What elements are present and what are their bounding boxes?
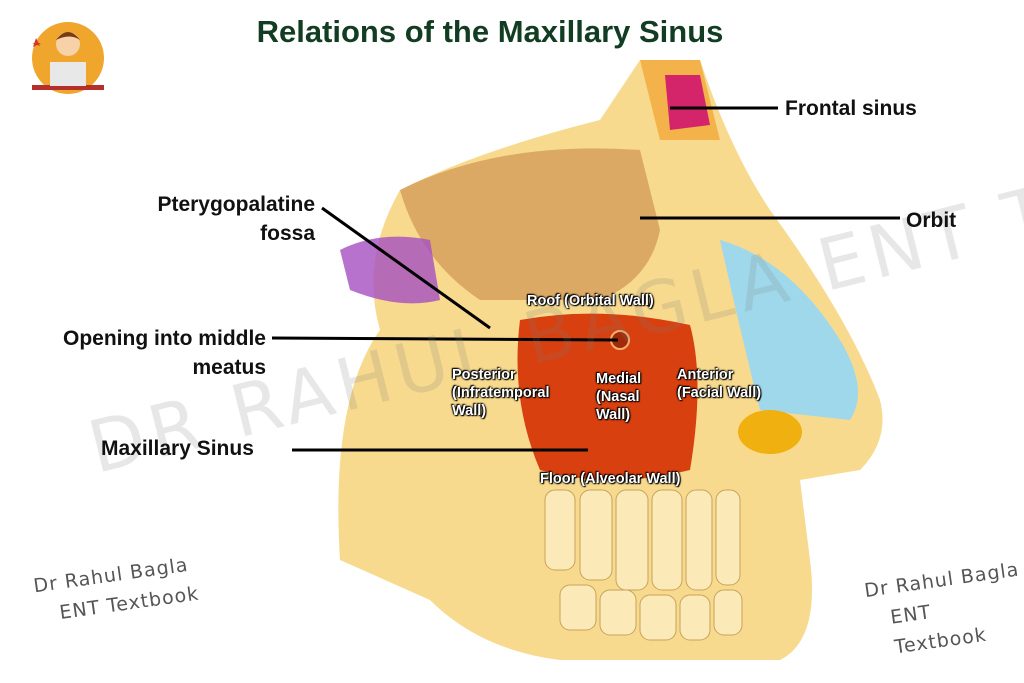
logo	[32, 22, 104, 94]
frontal-sinus	[665, 75, 710, 130]
wall-line: Wall)	[452, 403, 487, 419]
nasal-ala	[738, 410, 802, 454]
wall-roof: Roof (Orbital Wall)	[527, 293, 654, 309]
wall-line: (Infratemporal	[452, 385, 550, 401]
label-maxillary-sinus: Maxillary Sinus	[101, 437, 254, 460]
wall-medial: Medial (Nasal Wall)	[596, 370, 641, 424]
wall-floor: Floor (Alveolar Wall)	[540, 471, 681, 487]
leader-lines	[271, 106, 900, 452]
label-pterygopalatine-fossa: Pterygopalatine fossa	[100, 190, 315, 248]
wall-line: Anterior	[677, 367, 734, 383]
pterygopalatine-vessels	[340, 236, 440, 304]
maxillary-sinus	[517, 313, 698, 480]
label-line: fossa	[260, 222, 315, 245]
wall-anterior: Anterior (Facial Wall)	[677, 366, 761, 402]
wall-posterior: Posterior (Infratemporal Wall)	[452, 366, 550, 420]
label-frontal-sinus: Frontal sinus	[785, 97, 917, 120]
label-line: Pterygopalatine	[157, 193, 315, 216]
wall-line: Posterior	[452, 367, 516, 383]
teeth	[544, 489, 743, 641]
orbit-cavity	[400, 148, 660, 300]
nasal-cartilage	[720, 240, 858, 420]
wall-line: (Nasal	[596, 389, 640, 405]
label-line: Opening into middle	[63, 327, 266, 350]
wall-line: Wall)	[596, 407, 631, 423]
wall-line: Medial	[596, 371, 642, 387]
label-orbit: Orbit	[906, 209, 957, 232]
page-title: Relations of the Maxillary Sinus	[256, 14, 724, 49]
label-line: meatus	[192, 356, 266, 379]
wall-line: (Facial Wall)	[677, 385, 762, 401]
label-opening-middle-meatus: Opening into middle meatus	[10, 324, 266, 382]
